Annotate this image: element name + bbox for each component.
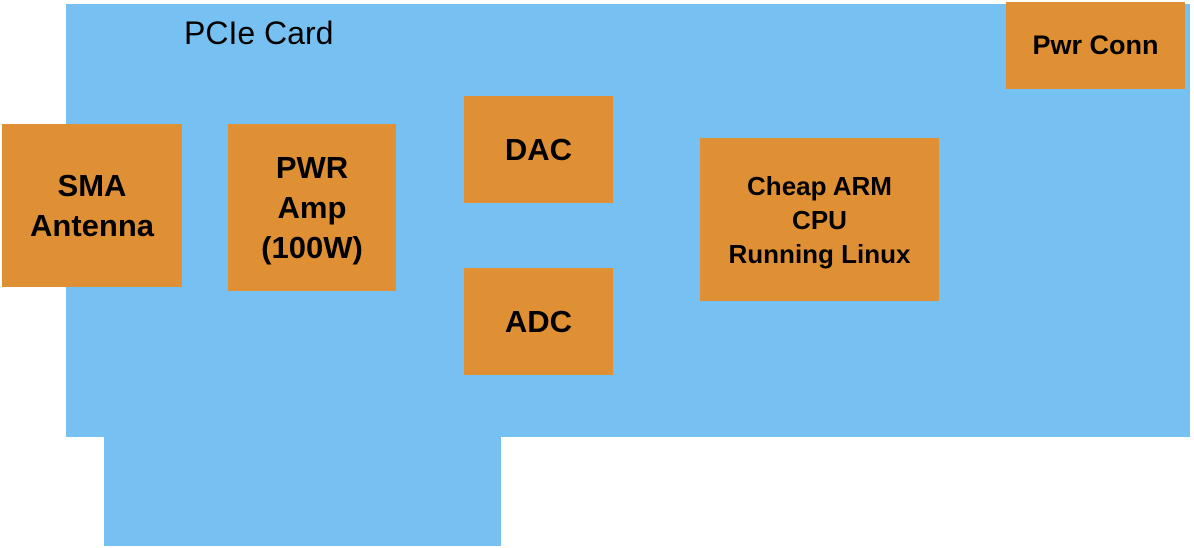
pcie-card-title: PCIe Card	[184, 15, 334, 51]
power-amp-block: PWR Amp (100W)	[228, 124, 396, 291]
arm-cpu-block: Cheap ARM CPU Running Linux	[700, 138, 939, 301]
dac-block: DAC	[464, 96, 613, 203]
sma-antenna-block: SMA Antenna	[2, 124, 182, 287]
pcie-card-edge-connector	[104, 437, 501, 546]
power-connector-block: Pwr Conn	[1006, 2, 1185, 89]
adc-block: ADC	[464, 268, 613, 375]
